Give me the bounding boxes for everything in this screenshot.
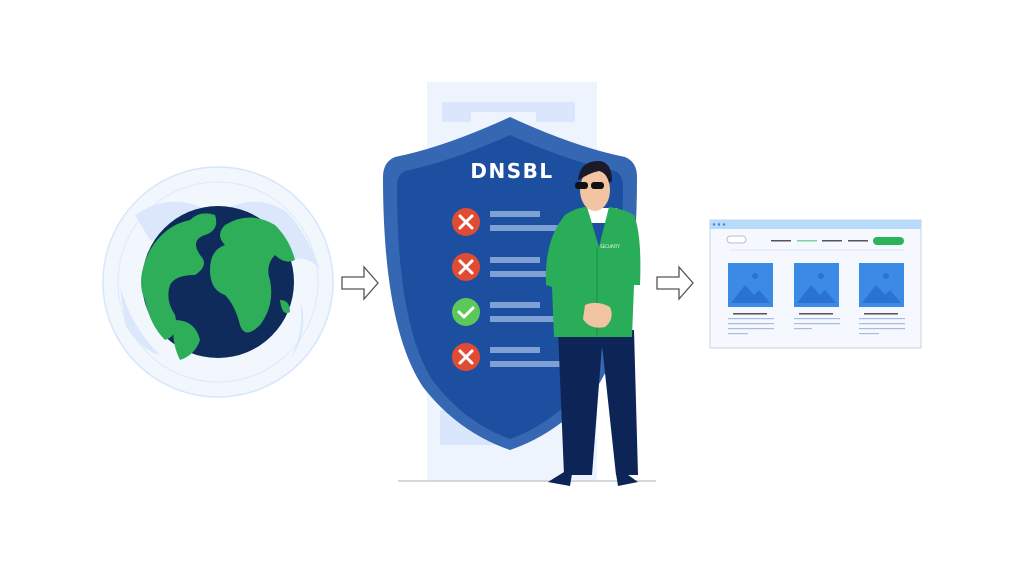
globe	[102, 166, 334, 398]
list-item	[452, 253, 560, 281]
blocklist	[452, 208, 560, 371]
arrow-right-icon	[656, 265, 694, 301]
website-browser-window	[709, 219, 922, 349]
image-placeholder-icon	[728, 263, 773, 307]
arrow-right-icon	[341, 265, 379, 301]
list-item	[452, 208, 560, 236]
browser-cta-button	[873, 237, 904, 245]
security-guard: SECURITY	[545, 160, 641, 486]
list-item	[452, 298, 560, 326]
image-placeholder-icon	[859, 263, 904, 307]
security-badge: SECURITY	[600, 244, 620, 249]
image-placeholder-icon	[794, 263, 839, 307]
shield-title: DNSBL	[470, 159, 553, 183]
list-item	[452, 343, 560, 371]
check-icon	[452, 298, 480, 326]
